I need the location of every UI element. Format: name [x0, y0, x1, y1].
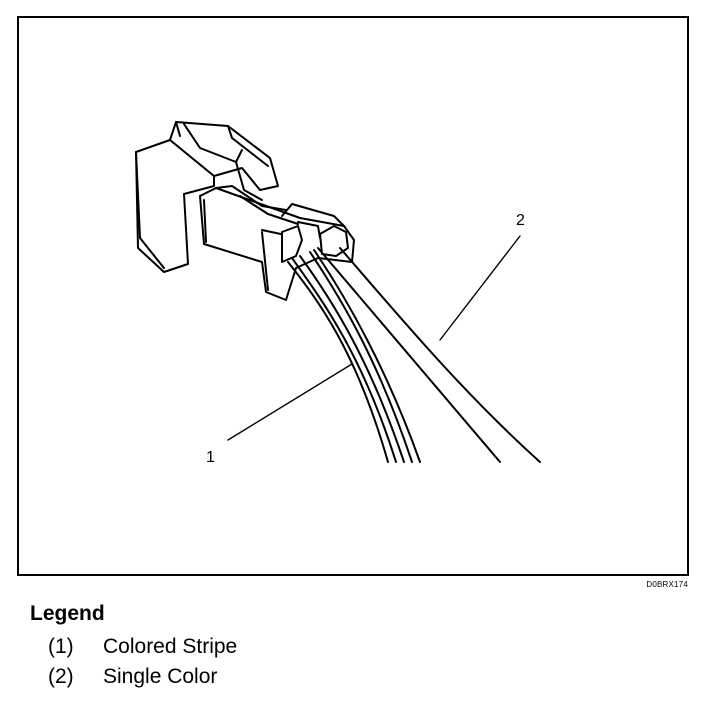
legend-item-label: Colored Stripe: [103, 635, 238, 658]
legend-item-number: (2): [48, 665, 74, 688]
figure-frame: [17, 16, 689, 576]
legend: Legend (1) Colored Stripe (2) Single Col…: [30, 602, 237, 692]
legend-title: Legend: [30, 602, 105, 625]
figure-code: D0BRX174: [646, 580, 688, 589]
legend-item: (1) Colored Stripe: [30, 632, 237, 662]
legend-item-label: Single Color: [103, 665, 218, 688]
legend-item-number: (1): [48, 635, 74, 658]
callout-2-label: 2: [516, 212, 525, 229]
callout-1-label: 1: [206, 449, 215, 466]
legend-item: (2) Single Color: [30, 662, 237, 692]
